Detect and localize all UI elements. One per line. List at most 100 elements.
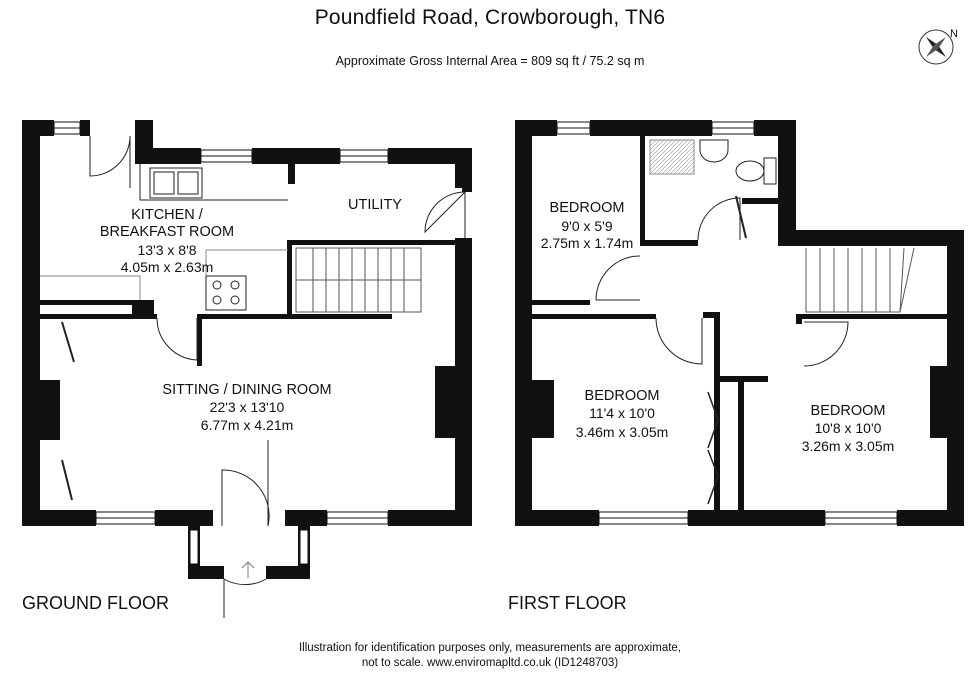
porch-wall-bottom-left: [188, 566, 224, 579]
ground-floor-label: GROUND FLOOR: [22, 593, 170, 613]
chimney-breast-east: [930, 366, 950, 438]
wall-kitchen-pier: [132, 300, 154, 318]
first-floor-label: FIRST FLOOR: [508, 593, 627, 613]
door-swing: [89, 135, 131, 177]
first-floor-windows: [556, 121, 898, 525]
room-dims-sitting-imperial: 22'3 x 13'10: [210, 399, 285, 415]
door-swing: [595, 255, 641, 301]
wall-south-right: [388, 510, 472, 526]
hob-icon: [205, 275, 247, 311]
wall-utility-west: [288, 160, 295, 184]
basin-icon: [699, 139, 729, 163]
wall-east: [947, 230, 964, 526]
door-swing: [803, 321, 849, 367]
chimney-breast-west: [532, 380, 554, 438]
chimney-breast-west: [22, 380, 60, 440]
wall-door-jamb: [197, 314, 202, 366]
wall-landing-pier: [703, 312, 719, 318]
wall-east-utility-top: [455, 148, 472, 188]
room-dims-bedroom-right-imperial: 10'8 x 10'0: [815, 420, 882, 436]
wall-bathroom-south: [640, 240, 698, 246]
disclaimer-line2: not to scale. www.enviromapltd.co.uk (ID…: [361, 657, 619, 669]
wall-north-post: [135, 120, 153, 150]
toilet-icon: [735, 160, 765, 182]
gross-area-text: Approximate Gross Internal Area = 809 sq…: [335, 54, 645, 68]
plan-title: Poundfield Road, Crowborough, TN6: [314, 6, 666, 29]
wall-south-mid-right: [285, 510, 327, 526]
window: [299, 529, 309, 565]
ground-floor-fittings: [40, 135, 466, 618]
wall-kitchen-south: [22, 300, 132, 305]
room-dims-bedroom-right-metric: 3.26m x 3.05m: [802, 438, 895, 454]
wall-west: [515, 120, 532, 526]
wall-east-bathroom: [778, 120, 796, 238]
worktop: [139, 164, 288, 201]
room-dims-kitchen-metric: 4.05m x 2.63m: [121, 259, 214, 275]
sink-icon: [149, 167, 203, 199]
wall-utility-south: [287, 240, 457, 245]
wall-south-left: [22, 510, 96, 526]
room-dims-bedroom-left-imperial: 11'4 x 10'0: [589, 405, 655, 421]
staircase-ground: [295, 247, 422, 313]
disclaimer-line1: Illustration for identification purposes…: [298, 642, 682, 654]
ground-floor-windows: [53, 121, 389, 565]
compass-rose-icon: N: [918, 28, 958, 65]
window: [189, 529, 199, 565]
entrance-arrow-icon: [241, 561, 255, 578]
wall-north-kitchen-b: [252, 148, 340, 164]
wall-bedroom-divider: [714, 312, 720, 510]
room-name-sitting: SITTING / DINING ROOM: [162, 382, 331, 398]
toilet-cistern: [763, 157, 777, 185]
door-swing: [223, 578, 267, 586]
room-name-bedroom-left: BEDROOM: [585, 388, 660, 404]
wall-bedroom-divider-b: [738, 376, 744, 510]
wall-south-mid-left: [155, 510, 213, 526]
door-swing: [697, 197, 741, 241]
wall-east: [455, 238, 472, 526]
wall-bathroom-inner: [742, 198, 778, 204]
ground-floor-plan: [22, 120, 472, 579]
first-floor-fittings: [595, 139, 915, 505]
ground-room-labels: KITCHEN / BREAKFAST ROOM 13'3 x 8'8 4.05…: [100, 197, 402, 433]
wall-sitting-north-left: [37, 314, 157, 319]
wall-north-kitchen-a: [135, 148, 201, 164]
wall-north-mid: [590, 120, 712, 136]
wall-north-utility: [388, 148, 472, 164]
wall-north-jamb: [80, 120, 90, 136]
staircase-first: [805, 247, 915, 313]
disclaimer: Illustration for identification purposes…: [0, 641, 980, 671]
wall-south-left: [515, 510, 599, 526]
chimney-breast-east: [435, 366, 457, 438]
door-swing: [221, 469, 270, 527]
room-name-bedroom-right: BEDROOM: [811, 403, 886, 419]
wall-bedroom-right-north: [802, 314, 952, 319]
room-dims-kitchen-imperial: 13'3 x 8'8: [137, 242, 196, 258]
wall-south-right: [897, 510, 964, 526]
room-dims-bedroom-small-metric: 2.75m x 1.74m: [541, 235, 634, 251]
door-swing: [424, 191, 466, 234]
room-name-utility: UTILITY: [348, 197, 402, 213]
compass-north-label: N: [950, 28, 958, 40]
wall-west: [22, 120, 40, 526]
wall-east-stub: [462, 188, 472, 192]
room-dims-bedroom-small-imperial: 9'0 x 5'9: [561, 218, 612, 234]
first-floor-plan: [515, 120, 964, 526]
room-dims-bedroom-left-metric: 3.46m x 3.05m: [576, 424, 669, 440]
wall-north-left: [515, 120, 557, 136]
door-swing: [156, 317, 198, 361]
wall-small-bedroom-south: [532, 300, 590, 305]
room-dims-sitting-metric: 6.77m x 4.21m: [201, 417, 294, 433]
room-name-kitchen-line2: BREAKFAST ROOM: [100, 224, 234, 240]
wall-small-bedroom-east: [640, 136, 645, 246]
room-name-kitchen-line1: KITCHEN /: [131, 207, 204, 223]
wall-north-left: [22, 120, 54, 136]
first-room-labels: BEDROOM 9'0 x 5'9 2.75m x 1.74m BEDROOM …: [541, 200, 895, 454]
door-swing: [655, 317, 703, 365]
wall-south-mid: [688, 510, 825, 526]
wall-bedroom-north-a: [532, 314, 656, 319]
wall-stair-west: [287, 240, 292, 318]
porch-wall-bottom-right: [266, 566, 310, 579]
wall-sitting-north-right: [197, 314, 392, 319]
room-name-bedroom-small: BEDROOM: [550, 200, 625, 216]
